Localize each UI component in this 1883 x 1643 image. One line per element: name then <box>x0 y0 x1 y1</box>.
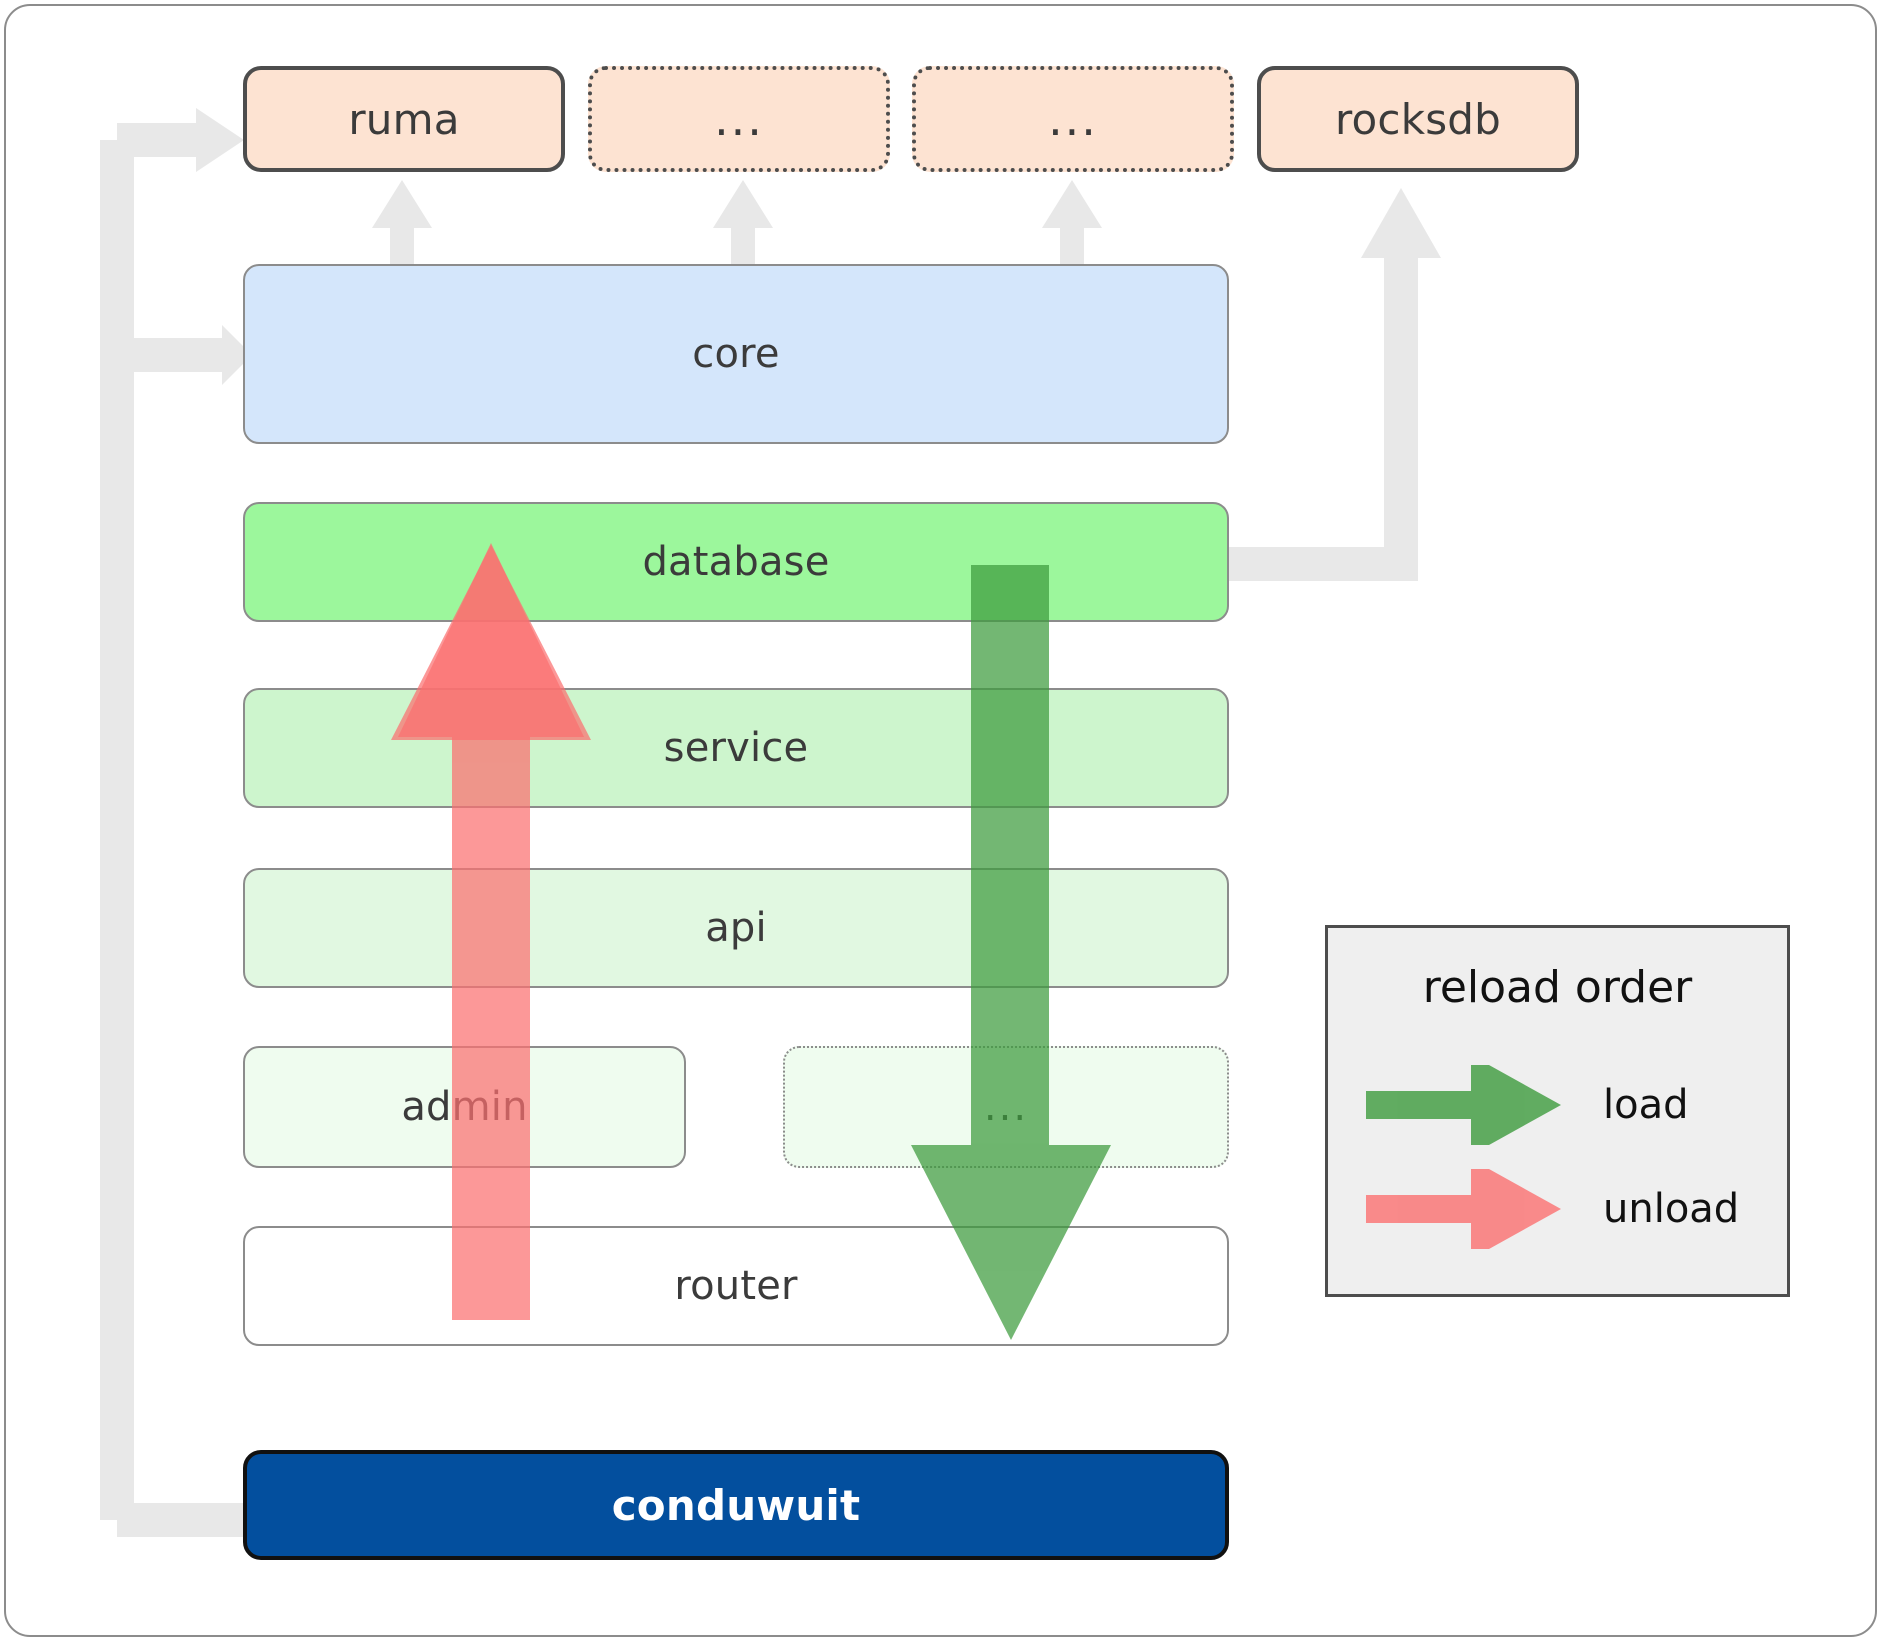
legend-load-arrow-icon <box>1366 1065 1561 1145</box>
legend-title: reload order <box>1422 962 1693 1013</box>
core-label: core <box>692 331 780 377</box>
crate-node-router[interactable]: router <box>243 1226 1229 1346</box>
crate-node-admin[interactable]: admin <box>243 1046 686 1168</box>
dependency-label: rocksdb <box>1334 94 1502 144</box>
dependency-node-ruma[interactable]: ruma <box>243 66 565 172</box>
binary-label: conduwuit <box>611 1480 861 1530</box>
diagram-frame <box>4 4 1877 1637</box>
dependency-label: ... <box>1048 91 1098 146</box>
core-node[interactable]: core <box>243 264 1229 444</box>
crate-label: ... <box>983 1084 1029 1130</box>
dependency-node-ellipsis-2[interactable]: ... <box>912 66 1234 172</box>
crate-label: api <box>705 905 767 951</box>
crate-node-database[interactable]: database <box>243 502 1229 622</box>
crate-label: admin <box>401 1084 528 1130</box>
legend-unload-arrow-icon <box>1366 1169 1561 1249</box>
crate-label: router <box>674 1263 798 1309</box>
dependency-label: ruma <box>348 94 460 144</box>
dependency-label: ... <box>714 91 764 146</box>
legend-panel: reload order load unload <box>1325 925 1790 1297</box>
dependency-node-rocksdb[interactable]: rocksdb <box>1257 66 1579 172</box>
crate-node-service[interactable]: service <box>243 688 1229 808</box>
crate-node-ellipsis[interactable]: ... <box>783 1046 1229 1168</box>
legend-row-load: load <box>1366 1060 1766 1150</box>
crate-label: database <box>642 539 830 585</box>
legend-label: unload <box>1603 1186 1740 1232</box>
legend-label: load <box>1603 1082 1689 1128</box>
binary-node-conduwuit[interactable]: conduwuit <box>243 1450 1229 1560</box>
crate-label: service <box>663 725 809 771</box>
legend-row-unload: unload <box>1366 1164 1766 1254</box>
crate-node-api[interactable]: api <box>243 868 1229 988</box>
dependency-node-ellipsis-1[interactable]: ... <box>588 66 890 172</box>
